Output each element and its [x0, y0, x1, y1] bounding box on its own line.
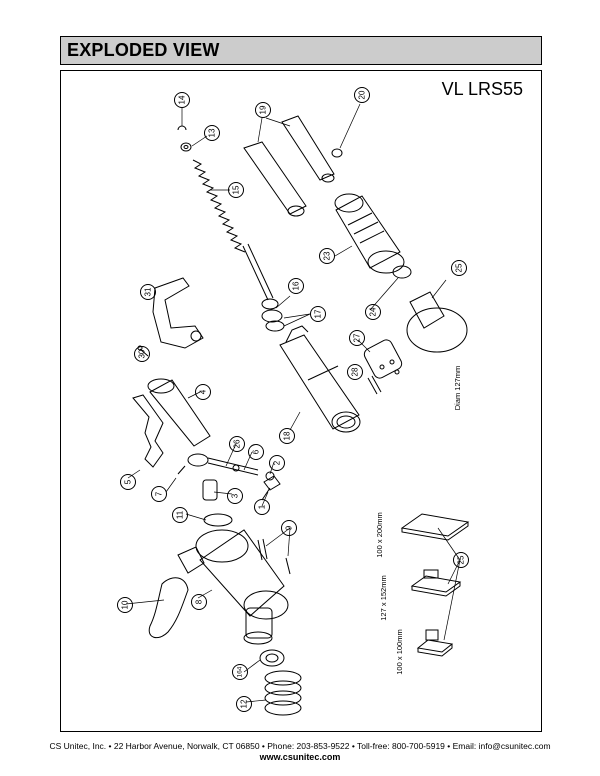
- part-body-8: [195, 529, 289, 645]
- callout-6: 6: [252, 449, 261, 454]
- part-ring-11: [203, 513, 233, 527]
- part-ring-20: [331, 148, 343, 158]
- callout-20: 20: [358, 90, 367, 99]
- callout-25: 25: [455, 263, 464, 272]
- callout-23: 23: [323, 251, 332, 260]
- label-size-100x200: 100 x 200mm: [375, 512, 384, 557]
- footer-contact: CS Unitec, Inc. • 22 Harbor Avenue, Norw…: [49, 741, 551, 751]
- callout-8: 8: [195, 599, 204, 604]
- callout-16: 16: [292, 281, 301, 290]
- part-strap-5: [132, 394, 164, 468]
- model-name: VL LRS55: [441, 79, 523, 99]
- callout-164: 164: [237, 666, 244, 677]
- callout-19: 19: [259, 105, 268, 114]
- callout-circles: [117, 87, 469, 712]
- callout-7: 7: [155, 491, 164, 496]
- callout-3: 3: [231, 493, 240, 498]
- callout-2: 2: [273, 460, 282, 465]
- pad-100x100: [416, 629, 454, 657]
- callout-14: 14: [178, 95, 187, 104]
- part-shaft-19: [243, 115, 335, 217]
- callout-11: 11: [176, 510, 185, 519]
- section-title: EXPLODED VIEW: [67, 40, 220, 60]
- callout-26: 26: [233, 439, 242, 448]
- part-bracket-31: [152, 277, 204, 349]
- part-nut-13: [180, 142, 192, 152]
- part-gear-24: [392, 265, 412, 279]
- part-washer-164: [259, 649, 285, 667]
- part-housing-23: [334, 193, 405, 274]
- footer-website[interactable]: www.csunitec.com: [259, 752, 341, 762]
- callout-24: 24: [369, 307, 378, 316]
- label-size-127x152: 127 x 152mm: [379, 575, 388, 620]
- part-pin-9: [257, 538, 291, 575]
- pad-100x200: [400, 513, 470, 541]
- part-adaptor-27: [363, 339, 403, 379]
- callout-1: 1: [258, 504, 267, 509]
- label-diam: Diam 127mm: [453, 366, 462, 411]
- section-header: EXPLODED VIEW: [60, 36, 542, 65]
- callout-12: 12: [240, 699, 249, 708]
- part-pin-28: [367, 375, 382, 395]
- part-spring-15: [192, 159, 274, 301]
- callout-28: 28: [351, 367, 360, 376]
- part-sleeve-3: [202, 479, 218, 501]
- part-tube-18: [279, 325, 361, 433]
- part-handle-4: [147, 378, 211, 447]
- callout-4: 4: [199, 389, 208, 394]
- part-pin-7: [177, 465, 186, 475]
- callout-10: 10: [121, 600, 130, 609]
- part-lever-10: [148, 546, 205, 639]
- pad-127x152: [410, 569, 462, 597]
- diagram-frame: VL LRS55: [60, 70, 542, 732]
- callout-31: 31: [144, 287, 153, 296]
- callout-13: 13: [208, 128, 217, 137]
- callout-pads-25: 25: [457, 555, 466, 564]
- callout-5: 5: [124, 479, 133, 484]
- part-spring-12: [264, 670, 302, 716]
- callout-15: 15: [232, 185, 241, 194]
- part-disc-25: [406, 291, 468, 353]
- callout-30: 30: [138, 349, 147, 358]
- label-size-100x100: 100 x 100mm: [395, 629, 404, 674]
- leader-lines: [125, 103, 461, 703]
- callout-18: 18: [283, 431, 292, 440]
- callout-27: 27: [353, 333, 362, 342]
- part-screw-1: [261, 475, 281, 501]
- callout-17: 17: [314, 309, 323, 318]
- part-fitting-6: [187, 453, 275, 481]
- callout-9: 9: [285, 525, 294, 530]
